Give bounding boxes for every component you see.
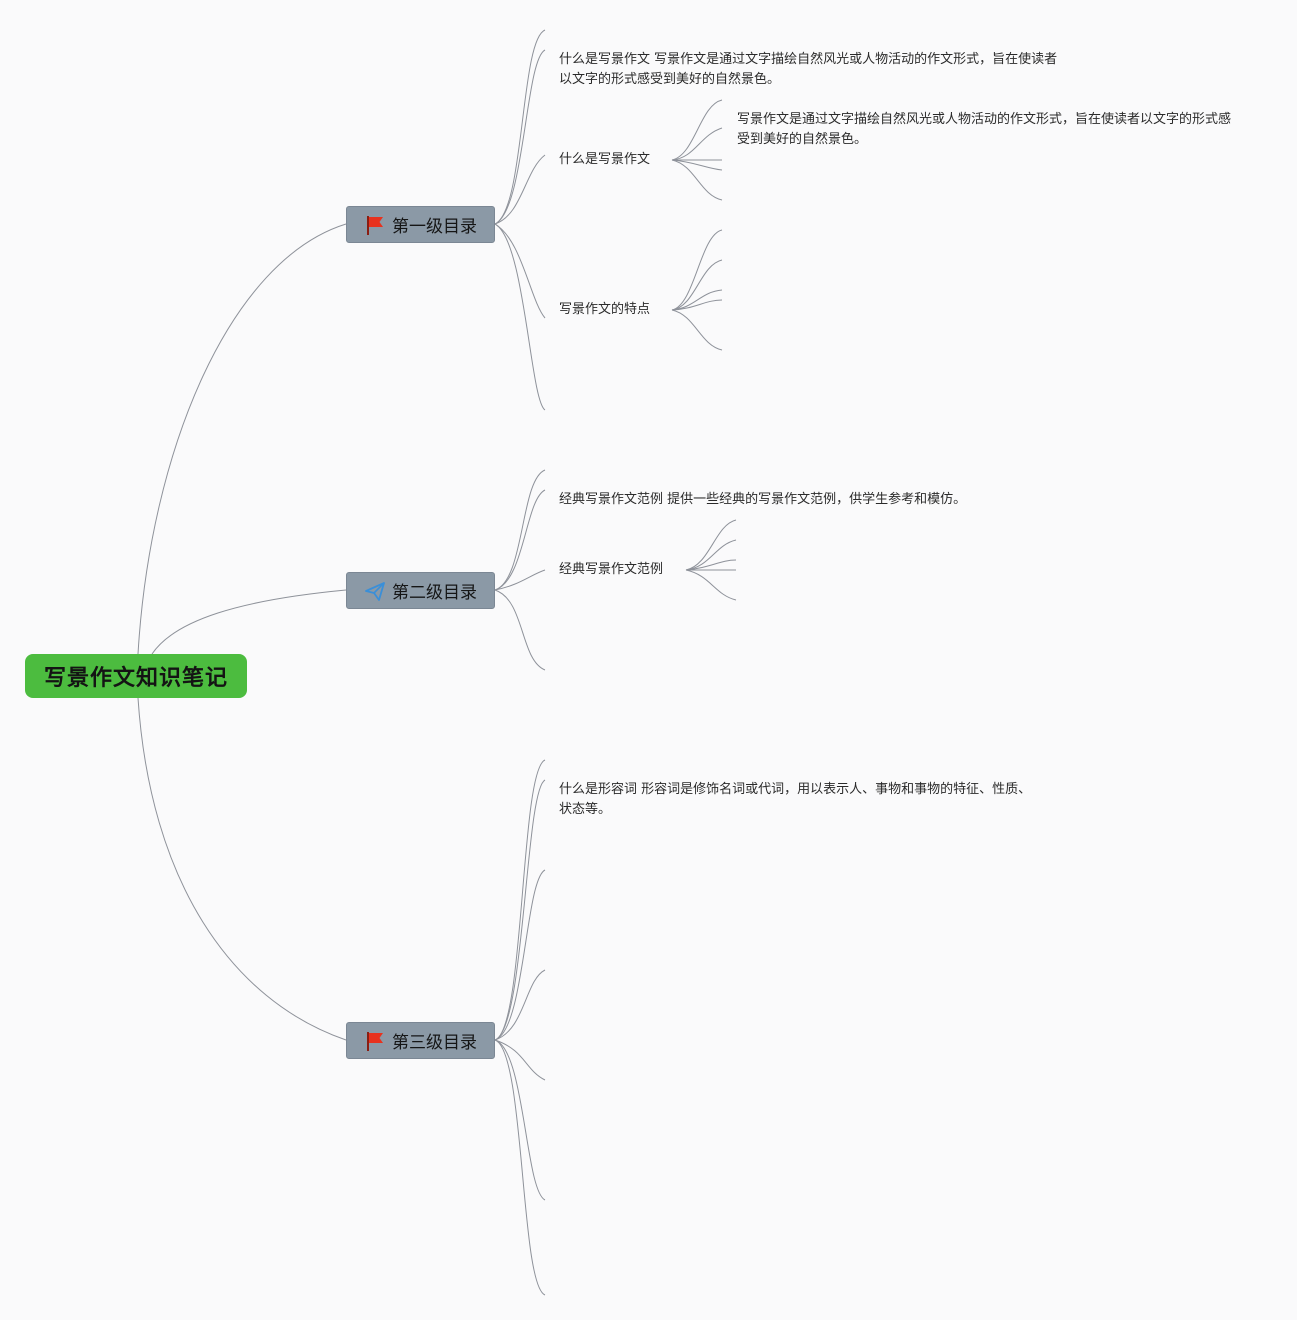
- branch-1-label: 第一级目录: [392, 217, 477, 237]
- topic-label: 什么是写景作文: [559, 152, 651, 167]
- branch-3[interactable]: 第三级目录: [346, 1022, 495, 1059]
- topic-label: 写景作文的特点: [559, 302, 651, 317]
- branch-2[interactable]: 第二级目录: [346, 572, 495, 609]
- red-flag-icon: [367, 1031, 383, 1051]
- note-title: 什么是形容词: [559, 782, 638, 797]
- root-topic-label: 写景作文知识笔记: [43, 666, 228, 691]
- note-text: 提供一些经典的写景作文范例，供学生参考和模仿。: [667, 492, 967, 507]
- topic-scenery-writing-features[interactable]: 写景作文的特点: [559, 300, 650, 320]
- root-to-branch-2: [151, 589, 347, 655]
- detail-text: 写景作文是通过文字描绘自然风光或人物活动的作文形式，旨在使读者以文字的形式感受到…: [737, 112, 1232, 147]
- branch-1[interactable]: 第一级目录: [346, 206, 495, 243]
- topic-what-is-scenery-writing[interactable]: 什么是写景作文: [559, 150, 650, 170]
- branch-2-note[interactable]: 经典写景作文范例 提供一些经典的写景作文范例，供学生参考和模仿。: [559, 490, 1159, 510]
- note-text: 形容词是修饰名词或代词，用以表示人、事物和事物的特征、性质、状态等。: [559, 782, 1032, 817]
- topic-classic-examples[interactable]: 经典写景作文范例: [559, 560, 663, 580]
- branch-3-label: 第三级目录: [392, 1033, 477, 1053]
- note-title: 经典写景作文范例: [559, 492, 664, 507]
- note-text: 写景作文是通过文字描绘自然风光或人物活动的作文形式，旨在使读者以文字的形式感受到…: [559, 52, 1058, 87]
- branch-2-label: 第二级目录: [392, 583, 477, 603]
- paper-plane-icon: [365, 581, 385, 601]
- root-to-branch-1: [137, 223, 347, 655]
- topic-detail-note[interactable]: 写景作文是通过文字描绘自然风光或人物活动的作文形式，旨在使读者以文字的形式感受到…: [737, 110, 1232, 150]
- branch-1-note[interactable]: 什么是写景作文 写景作文是通过文字描绘自然风光或人物活动的作文形式，旨在使读者以…: [559, 50, 1059, 90]
- root-topic[interactable]: 写景作文知识笔记: [25, 654, 247, 698]
- branch-3-note[interactable]: 什么是形容词 形容词是修饰名词或代词，用以表示人、事物和事物的特征、性质、状态等…: [559, 780, 1044, 820]
- root-to-branch-3: [137, 697, 347, 1041]
- note-title: 什么是写景作文: [559, 52, 651, 67]
- red-flag-icon: [367, 215, 383, 235]
- topic-label: 经典写景作文范例: [559, 562, 664, 577]
